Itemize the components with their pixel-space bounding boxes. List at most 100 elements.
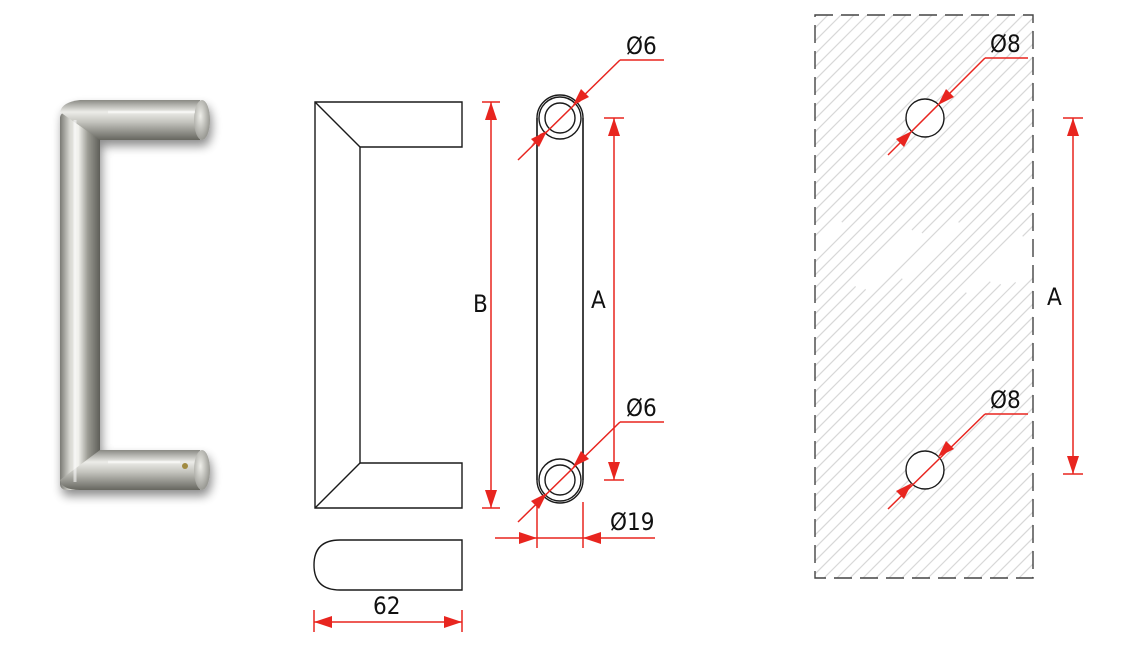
hatch-line — [815, 281, 1017, 484]
front-view-bottom-hole-outer — [538, 458, 582, 502]
hatch-line — [815, 15, 855, 55]
hatch-line — [953, 498, 1033, 578]
dimension-top-hole-label: Ø6 — [626, 32, 657, 60]
hatch-line — [1072, 15, 1129, 226]
dimension-62: 62 — [313, 592, 463, 632]
hatch-line — [815, 15, 907, 107]
dimension-bottom-hole: Ø6 — [517, 394, 664, 523]
hatch-line — [815, 15, 959, 159]
dimension-a-template-label: A — [1047, 283, 1062, 311]
hatch-line — [921, 121, 1033, 234]
hatch-line — [1094, 15, 1129, 217]
hatch-line — [815, 56, 1033, 276]
hatch-line — [815, 43, 1033, 263]
hatch-line — [252, 274, 556, 578]
hatch-line — [815, 15, 881, 81]
dimension-tube-diameter: Ø19 — [495, 502, 655, 548]
hatch-line — [815, 277, 1033, 497]
hatch-line — [421, 282, 717, 578]
hatch-line — [408, 281, 705, 578]
hatch-line — [815, 290, 1033, 510]
hatch-line — [815, 292, 967, 445]
hatch-line — [815, 69, 1033, 289]
hatch-line — [815, 355, 1033, 575]
dimension-template-bottom-hole: Ø8 — [887, 386, 1028, 510]
hatch-line — [841, 30, 1033, 223]
hatch-line — [815, 15, 894, 94]
hatch-line — [815, 199, 1033, 419]
handle-photo-screw — [182, 463, 188, 469]
hatch-line — [1071, 276, 1129, 578]
dimension-template-top-hole: Ø8 — [887, 30, 1028, 156]
hatch-line — [875, 420, 1033, 578]
hatch-line — [862, 407, 1033, 578]
front-view-top-hole-inner — [544, 102, 576, 134]
hatch-line — [1093, 15, 1129, 231]
template-hatch — [252, 15, 1129, 578]
hatch-line — [1047, 15, 1129, 225]
hatch-line — [815, 15, 933, 133]
side-view: B 62 — [313, 101, 500, 632]
hatch-line — [940, 485, 1033, 578]
hatch-line — [291, 281, 588, 578]
hatch-line — [815, 17, 1033, 237]
hatch-line — [1045, 277, 1129, 578]
dimension-a-template: A — [1047, 117, 1083, 475]
template-outline — [814, 14, 1034, 579]
dimension-tube-diameter-label: Ø19 — [610, 508, 654, 536]
hatch-line — [1057, 15, 1129, 228]
hatch-line — [815, 281, 991, 458]
front-view-top-hole-outer — [538, 96, 582, 140]
hatch-line — [815, 15, 985, 185]
hatch-line — [1031, 576, 1033, 578]
hatch-line — [815, 288, 867, 341]
hatch-line — [815, 95, 1033, 315]
hatch-line — [815, 186, 1033, 406]
dimension-a-front-label: A — [591, 286, 606, 314]
dimension-a-front: A — [591, 117, 624, 481]
hatch-line — [815, 15, 972, 172]
dimension-b: B — [473, 101, 500, 509]
dimension-b-label: B — [473, 290, 488, 318]
dimension-top-hole: Ø6 — [517, 32, 664, 161]
dimension-template-bottom-hole-label: Ø8 — [990, 386, 1021, 414]
hatch-line — [849, 394, 1033, 578]
hatch-line — [958, 147, 1033, 223]
hatch-line — [901, 446, 1033, 578]
dimension-62-label: 62 — [373, 592, 400, 620]
hatch-line — [815, 15, 920, 120]
hatch-line — [815, 15, 998, 198]
side-view-outline — [314, 101, 463, 509]
hatch-line — [888, 433, 1033, 578]
hatch-line — [265, 294, 549, 578]
dimension-template-top-hole-label: Ø8 — [990, 30, 1021, 58]
hatch-line — [815, 329, 1033, 549]
front-view-bottom-hole-inner — [544, 464, 576, 496]
side-view-end-profile — [313, 539, 463, 591]
hatch-line — [815, 134, 1033, 354]
hatch-line — [815, 342, 1033, 562]
hatch-line — [815, 82, 1033, 302]
hatch-line — [927, 472, 1033, 578]
hatch-line — [914, 459, 1033, 578]
hatch-line — [1058, 15, 1129, 578]
hatch-line — [815, 160, 1033, 380]
hatch-line — [460, 293, 745, 578]
hatch-line — [317, 285, 610, 578]
hatch-line — [815, 278, 903, 367]
template-bottom-hole — [905, 450, 945, 490]
front-view: Ø6 Ø6 A Ø19 — [495, 32, 664, 548]
hatch-line — [1022, 225, 1033, 237]
mounting-template: Ø8 Ø8 A — [252, 14, 1129, 579]
hatch-line — [815, 15, 868, 68]
handle-photo-grip — [60, 112, 100, 490]
hatch-line — [815, 285, 857, 328]
hatch-line — [815, 173, 1033, 393]
dimension-bottom-hole-label: Ø6 — [626, 394, 657, 422]
handle-photo-bottom-leg — [60, 450, 200, 490]
hatch-line — [815, 303, 1033, 523]
hatch-line — [304, 289, 593, 578]
hatch-line — [815, 283, 1002, 471]
handle-photo-top-endcap — [194, 100, 210, 140]
